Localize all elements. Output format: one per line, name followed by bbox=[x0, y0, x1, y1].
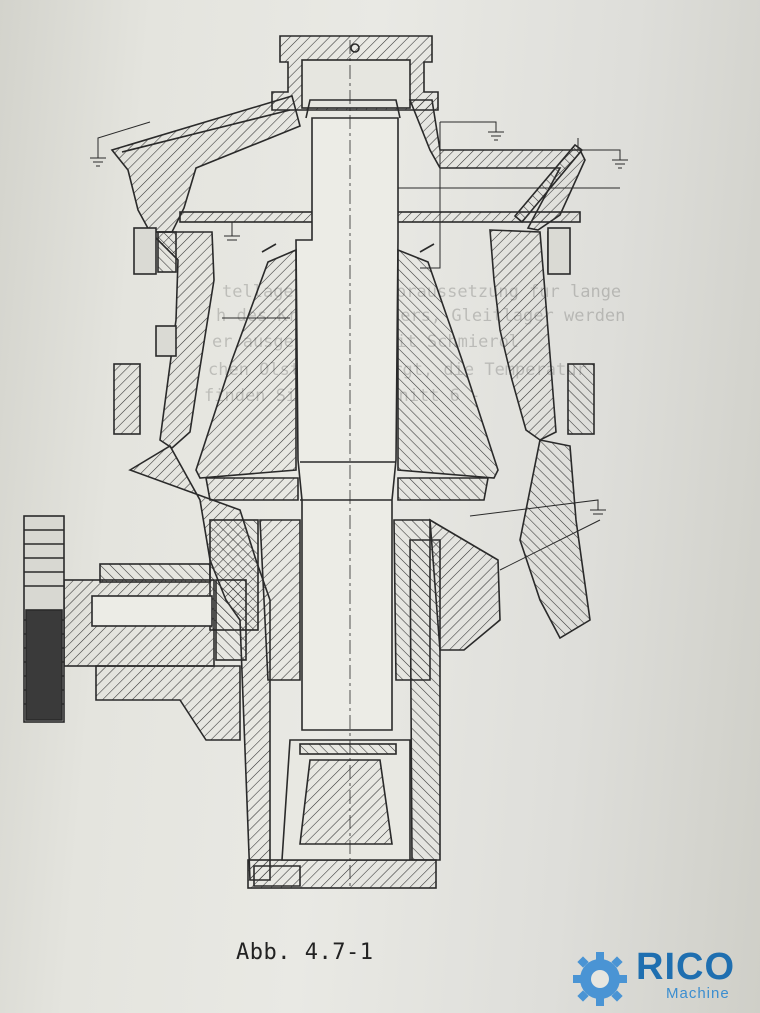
rico-machine-logo: RICO Machine bbox=[570, 946, 756, 1008]
figure-caption: Abb. 4.7-1 bbox=[236, 940, 374, 965]
bolts bbox=[113, 227, 595, 435]
logo-subtitle: Machine bbox=[666, 985, 730, 1002]
feed-head bbox=[271, 35, 439, 111]
bottom-bearing bbox=[253, 739, 411, 887]
logo-wordmark: RICO bbox=[636, 946, 735, 988]
main-shaft bbox=[295, 99, 401, 731]
gear-icon bbox=[573, 952, 627, 1006]
mantle bbox=[195, 243, 499, 501]
leader-lines bbox=[90, 121, 628, 571]
lower-housing bbox=[128, 439, 591, 889]
drive-pulley bbox=[23, 515, 65, 723]
countershaft bbox=[63, 563, 247, 741]
